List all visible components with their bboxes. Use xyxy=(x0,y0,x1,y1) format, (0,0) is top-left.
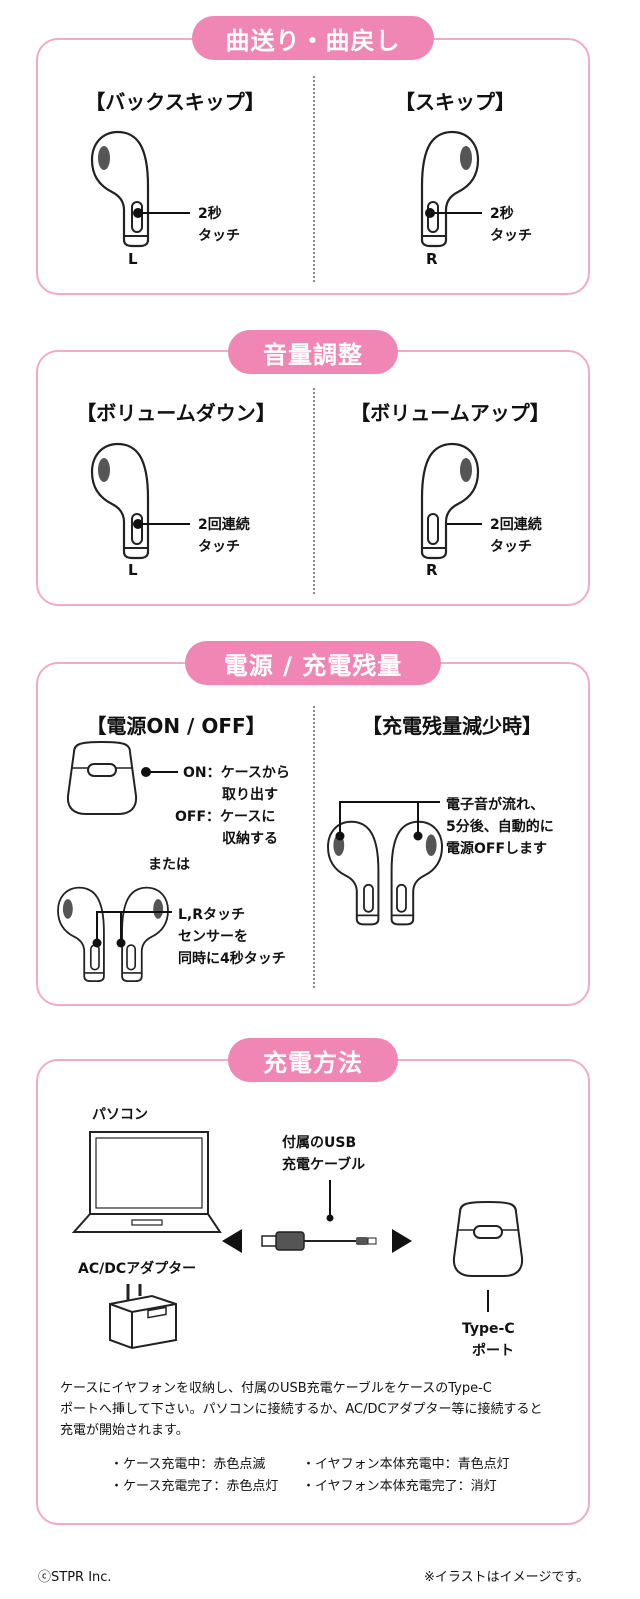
volume-down-title: 【ボリュームダウン】 xyxy=(76,401,276,425)
skip-divider xyxy=(313,76,315,282)
volume-up-title: 【ボリュームアップ】 xyxy=(350,401,550,425)
power-off-label-2: 収納する xyxy=(222,831,278,847)
laptop-icon xyxy=(71,1131,222,1233)
power-onoff-title: 【電源ON / OFF】 xyxy=(86,714,266,738)
power-off-label: OFF：ケースに xyxy=(175,809,276,825)
or-text: または xyxy=(148,857,190,873)
low-battery-note-1: 電子音が流れ、 xyxy=(446,797,545,813)
touch-note-1: L,Rタッチ xyxy=(178,907,246,923)
touch-sensor-pointer xyxy=(92,911,172,948)
copyright: ⓒSTPR Inc. xyxy=(38,1570,112,1585)
status-earbud-complete: ・イヤフォン本体充電完了：消灯 xyxy=(302,1479,497,1494)
status-case-charging: ・ケース充電中：赤色点滅 xyxy=(110,1457,266,1472)
pc-label: パソコン xyxy=(92,1107,148,1123)
type-c-pointer xyxy=(487,1290,489,1312)
charge-description-1: ケースにイヤフォンを収納し、付属のUSB充電ケーブルをケースのType-C xyxy=(60,1381,492,1396)
left-side-label: L xyxy=(128,250,138,268)
volume-up-note-2: タッチ xyxy=(490,539,532,555)
charging-case-icon xyxy=(66,740,138,815)
cable-label-2: 充電ケーブル xyxy=(282,1157,366,1173)
low-battery-pointer xyxy=(335,801,440,841)
ac-adapter-icon xyxy=(109,1284,177,1350)
back-skip-note-1: 2秒 xyxy=(198,206,222,222)
charging-case-icon xyxy=(452,1200,524,1277)
right-side-label: R xyxy=(426,250,438,268)
volume-down-note-2: タッチ xyxy=(198,539,240,555)
skip-note-2: タッチ xyxy=(490,228,532,244)
volume-down-note-1: 2回連続 xyxy=(198,517,250,533)
adapter-label: AC/DCアダプター xyxy=(78,1261,197,1277)
port-label-2: ポート xyxy=(472,1343,514,1359)
status-earbud-charging: ・イヤフォン本体充電中：青色点灯 xyxy=(302,1457,510,1472)
skip-note-1: 2秒 xyxy=(490,206,514,222)
skip-section-title: 曲送り・曲戻し xyxy=(192,16,434,60)
skip-title: 【スキップ】 xyxy=(395,90,515,114)
touch-note-2: センサーを xyxy=(178,929,248,945)
volume-up-note-1: 2回連続 xyxy=(490,517,542,533)
low-battery-note-2: 5分後、自動的に xyxy=(446,819,554,835)
back-skip-note-2: タッチ xyxy=(198,228,240,244)
right-touch-pointer xyxy=(425,208,482,218)
power-section-title: 電源 / 充電残量 xyxy=(185,641,441,685)
right-side-label: R xyxy=(426,561,438,579)
power-divider xyxy=(313,706,315,988)
charge-description-3: 充電が開始されます。 xyxy=(60,1423,189,1438)
power-on-label-2: 取り出す xyxy=(222,787,278,803)
touch-note-3: 同時に4秒タッチ xyxy=(178,951,286,967)
left-touch-pointer xyxy=(133,208,190,218)
port-label-1: Type-C xyxy=(462,1321,515,1337)
power-on-label: ON：ケースから xyxy=(183,765,290,781)
low-battery-note-3: 電源OFFします xyxy=(446,841,548,857)
back-skip-title: 【バックスキップ】 xyxy=(85,90,265,114)
usb-cable-icon xyxy=(222,1180,412,1253)
charge-section-title: 充電方法 xyxy=(228,1038,398,1082)
volume-divider xyxy=(313,388,315,594)
illustration-note: ※イラストはイメージです。 xyxy=(424,1570,590,1585)
cable-label-1: 付属のUSB xyxy=(282,1135,357,1151)
volume-section-title: 音量調整 xyxy=(228,330,398,374)
left-side-label: L xyxy=(128,561,138,579)
low-battery-title: 【充電残量減少時】 xyxy=(362,714,542,738)
charge-description-2: ポートへ挿して下さい。パソコンに接続するか、AC/DCアダプター等に接続すると xyxy=(60,1402,543,1417)
case-pointer xyxy=(141,767,178,777)
status-case-complete: ・ケース充電完了：赤色点灯 xyxy=(110,1479,279,1494)
